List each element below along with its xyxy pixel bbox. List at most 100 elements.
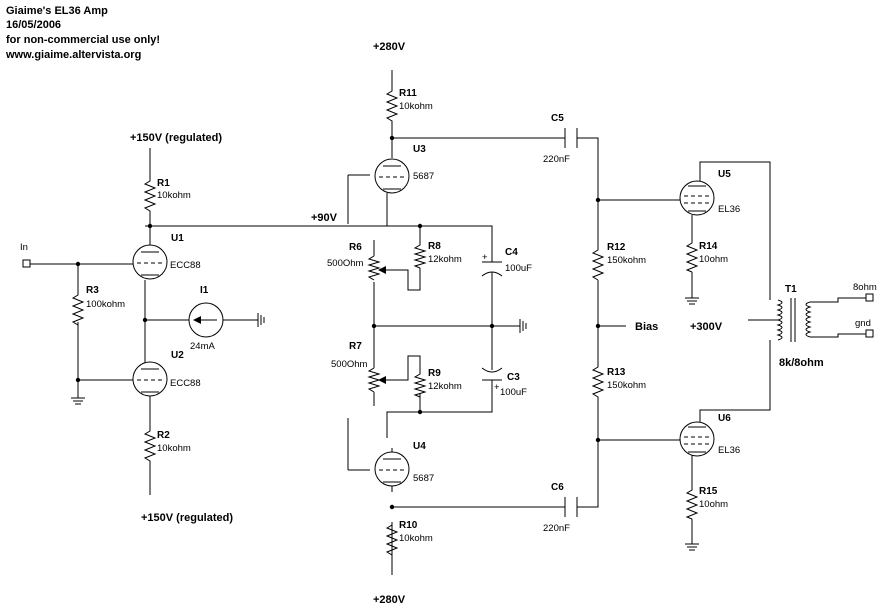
svg-text:+: +: [494, 382, 500, 393]
svg-text:10kohm: 10kohm: [399, 101, 433, 112]
svg-text:U5: U5: [718, 169, 731, 180]
header-title: Giaime's EL36 Amp: [6, 5, 108, 17]
potentiometer-r7: R7 500Ohm: [331, 341, 386, 393]
svg-text:R15: R15: [699, 486, 718, 497]
rail-top-280v: +280V: [373, 41, 406, 53]
header-license: for non-commercial use only!: [6, 34, 160, 46]
resistor-r12: R12 150kohm: [591, 242, 646, 281]
capacitor-c5: C5 220nF: [543, 113, 578, 165]
svg-text:ECC88: ECC88: [170, 260, 201, 271]
tube-u6: U6 EL36: [679, 413, 740, 457]
svg-text:10kohm: 10kohm: [157, 443, 191, 454]
svg-text:10kohm: 10kohm: [157, 190, 191, 201]
resistor-r15: R15 10ohm: [685, 486, 728, 520]
svg-text:C5: C5: [551, 113, 564, 124]
ground-symbols: [71, 297, 699, 551]
resistor-r10: R10 10kohm: [385, 520, 433, 558]
svg-text:10ohm: 10ohm: [699, 254, 728, 265]
svg-text:12kohm: 12kohm: [428, 254, 462, 265]
svg-text:C3: C3: [507, 372, 520, 383]
svg-text:U3: U3: [413, 144, 426, 155]
tube-u5: U5 EL36: [679, 169, 740, 216]
svg-text:R1: R1: [157, 178, 170, 189]
svg-text:R9: R9: [428, 368, 441, 379]
svg-text:C4: C4: [505, 247, 518, 258]
tube-u1: U1 ECC88: [132, 233, 201, 280]
svg-text:500Ohm: 500Ohm: [331, 359, 368, 370]
svg-text:100kohm: 100kohm: [86, 299, 125, 310]
svg-text:EL36: EL36: [718, 204, 740, 215]
svg-text:220nF: 220nF: [543, 523, 570, 534]
potentiometer-r6: R6 500Ohm: [327, 242, 386, 281]
svg-text:+: +: [482, 252, 488, 263]
resistor-r9: R9 12kohm: [413, 368, 462, 398]
resistor-r14: R14 10ohm: [685, 240, 728, 273]
svg-text:U2: U2: [171, 350, 184, 361]
svg-text:EL36: EL36: [718, 445, 740, 456]
svg-text:12kohm: 12kohm: [428, 381, 462, 392]
capacitor-c3: + C3 100uF: [481, 367, 527, 398]
rail-bottom-280v: +280V: [373, 594, 406, 606]
svg-text:U6: U6: [718, 413, 731, 424]
output-gnd-port: gnd: [855, 318, 874, 338]
input-port-label: In: [20, 242, 28, 253]
header-date: 16/05/2006: [6, 19, 61, 31]
svg-text:100uF: 100uF: [500, 387, 527, 398]
header-website: www.giaime.altervista.org: [5, 49, 141, 61]
bias-label: Bias: [635, 321, 658, 333]
svg-text:500Ohm: 500Ohm: [327, 258, 364, 269]
svg-text:R10: R10: [399, 520, 418, 531]
svg-text:100uF: 100uF: [505, 263, 532, 274]
output-8ohm-port: 8ohm: [853, 282, 877, 302]
svg-text:10kohm: 10kohm: [399, 533, 433, 544]
svg-text:24mA: 24mA: [190, 341, 215, 352]
tube-u2: U2 ECC88: [132, 350, 201, 397]
svg-text:U4: U4: [413, 441, 426, 452]
rail-top-150v: +150V (regulated): [130, 132, 222, 144]
svg-text:R2: R2: [157, 430, 170, 441]
svg-text:150kohm: 150kohm: [607, 255, 646, 266]
rail-bottom-150v: +150V (regulated): [141, 512, 233, 524]
rail-90v: +90V: [311, 212, 338, 224]
resistor-r11: R11 10kohm: [385, 88, 433, 124]
svg-text:220nF: 220nF: [543, 154, 570, 165]
svg-text:R11: R11: [399, 88, 417, 99]
svg-text:R3: R3: [86, 285, 99, 296]
capacitor-c4: + C4 100uF: [481, 247, 532, 277]
svg-text:8k/8ohm: 8k/8ohm: [779, 357, 824, 369]
wires: [30, 70, 866, 575]
svg-text:C6: C6: [551, 482, 564, 493]
output-gnd-label: gnd: [855, 318, 871, 329]
output-8ohm-label: 8ohm: [853, 282, 877, 293]
svg-text:R12: R12: [607, 242, 626, 253]
svg-text:5687: 5687: [413, 473, 434, 484]
svg-text:R7: R7: [349, 341, 362, 352]
capacitor-c6: C6 220nF: [543, 482, 578, 534]
svg-text:U1: U1: [171, 233, 184, 244]
svg-text:5687: 5687: [413, 171, 434, 182]
resistor-r2: R2 10kohm: [143, 428, 191, 464]
header-notes: Giaime's EL36 Amp 16/05/2006 for non-com…: [5, 5, 160, 61]
transformer-t1: T1 8k/8ohm: [776, 284, 824, 369]
svg-text:R13: R13: [607, 367, 626, 378]
resistor-r3: R3 100kohm: [71, 285, 125, 326]
svg-text:R8: R8: [428, 241, 441, 252]
rail-300v: +300V: [690, 321, 723, 333]
tube-u4: U4 5687: [374, 441, 434, 487]
svg-text:I1: I1: [200, 285, 209, 296]
svg-text:R14: R14: [699, 241, 718, 252]
junctions: [75, 135, 601, 510]
resistor-r1: R1 10kohm: [143, 178, 191, 214]
svg-text:ECC88: ECC88: [170, 378, 201, 389]
resistor-r13: R13 150kohm: [591, 364, 646, 398]
tube-u3: U3 5687: [374, 144, 434, 194]
svg-text:T1: T1: [785, 284, 797, 295]
svg-text:10ohm: 10ohm: [699, 499, 728, 510]
input-port: In: [20, 242, 31, 268]
resistor-r8: R8 12kohm: [413, 241, 462, 269]
svg-text:150kohm: 150kohm: [607, 380, 646, 391]
svg-text:R6: R6: [349, 242, 362, 253]
current-source-i1: I1 24mA: [188, 285, 224, 352]
